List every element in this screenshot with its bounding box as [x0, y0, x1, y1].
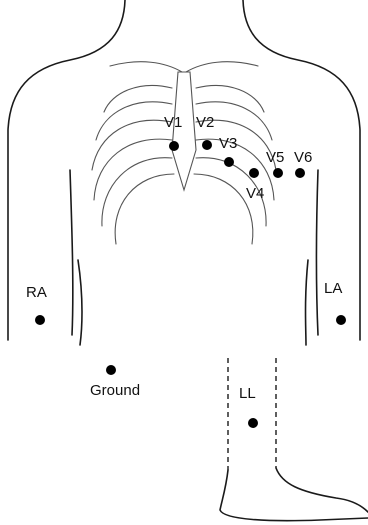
electrode-v3-label: V3 [219, 135, 237, 152]
electrode-v2-label: V2 [196, 114, 214, 131]
electrode-v4-dot [249, 168, 259, 178]
electrode-ground: Ground [90, 365, 140, 399]
electrode-v4: V4 [246, 168, 264, 202]
electrode-ground-label: Ground [90, 382, 140, 399]
foot-top [276, 468, 368, 512]
rib-l3 [92, 120, 172, 170]
electrode-v2-dot [202, 140, 212, 150]
electrode-ll-dot [248, 418, 258, 428]
electrode-v1-dot [169, 141, 179, 151]
electrode-la-dot [336, 315, 346, 325]
right-flank [306, 260, 309, 345]
electrode-ll-label: LL [239, 385, 256, 402]
rib-r1 [196, 85, 264, 112]
left-flank [78, 260, 82, 345]
electrode-la-label: LA [324, 280, 342, 297]
rib-r6 [194, 174, 253, 244]
electrode-v3: V3 [219, 135, 237, 167]
left-arm-inner [70, 170, 73, 335]
rib-l4 [94, 139, 172, 200]
electrode-ll: LL [239, 385, 258, 428]
electrode-ground-dot [106, 365, 116, 375]
rib-l6 [115, 174, 174, 244]
torso-outline [8, 0, 360, 345]
electrode-v5-dot [273, 168, 283, 178]
right-arm-inner [317, 170, 319, 335]
rib-l1 [104, 85, 172, 112]
electrode-la: LA [324, 280, 346, 325]
rib-cage [92, 62, 276, 244]
clavicle-left [110, 62, 182, 72]
electrode-v6-dot [295, 168, 305, 178]
electrode-ra-dot [35, 315, 45, 325]
electrode-v2: V2 [196, 114, 214, 150]
foot-sole [220, 470, 368, 521]
electrode-v6-label: V6 [294, 149, 312, 166]
clavicle-right [186, 62, 258, 72]
sternum [172, 72, 196, 190]
electrode-ra: RA [26, 284, 47, 325]
lower-leg [220, 358, 368, 521]
electrode-v5: V5 [266, 149, 284, 178]
electrode-ra-label: RA [26, 284, 47, 301]
electrode-v6: V6 [294, 149, 312, 178]
electrode-v3-dot [224, 157, 234, 167]
electrode-v4-label: V4 [246, 185, 264, 202]
rib-l5 [102, 158, 172, 226]
electrode-v1-label: V1 [164, 114, 182, 131]
electrode-v5-label: V5 [266, 149, 284, 166]
